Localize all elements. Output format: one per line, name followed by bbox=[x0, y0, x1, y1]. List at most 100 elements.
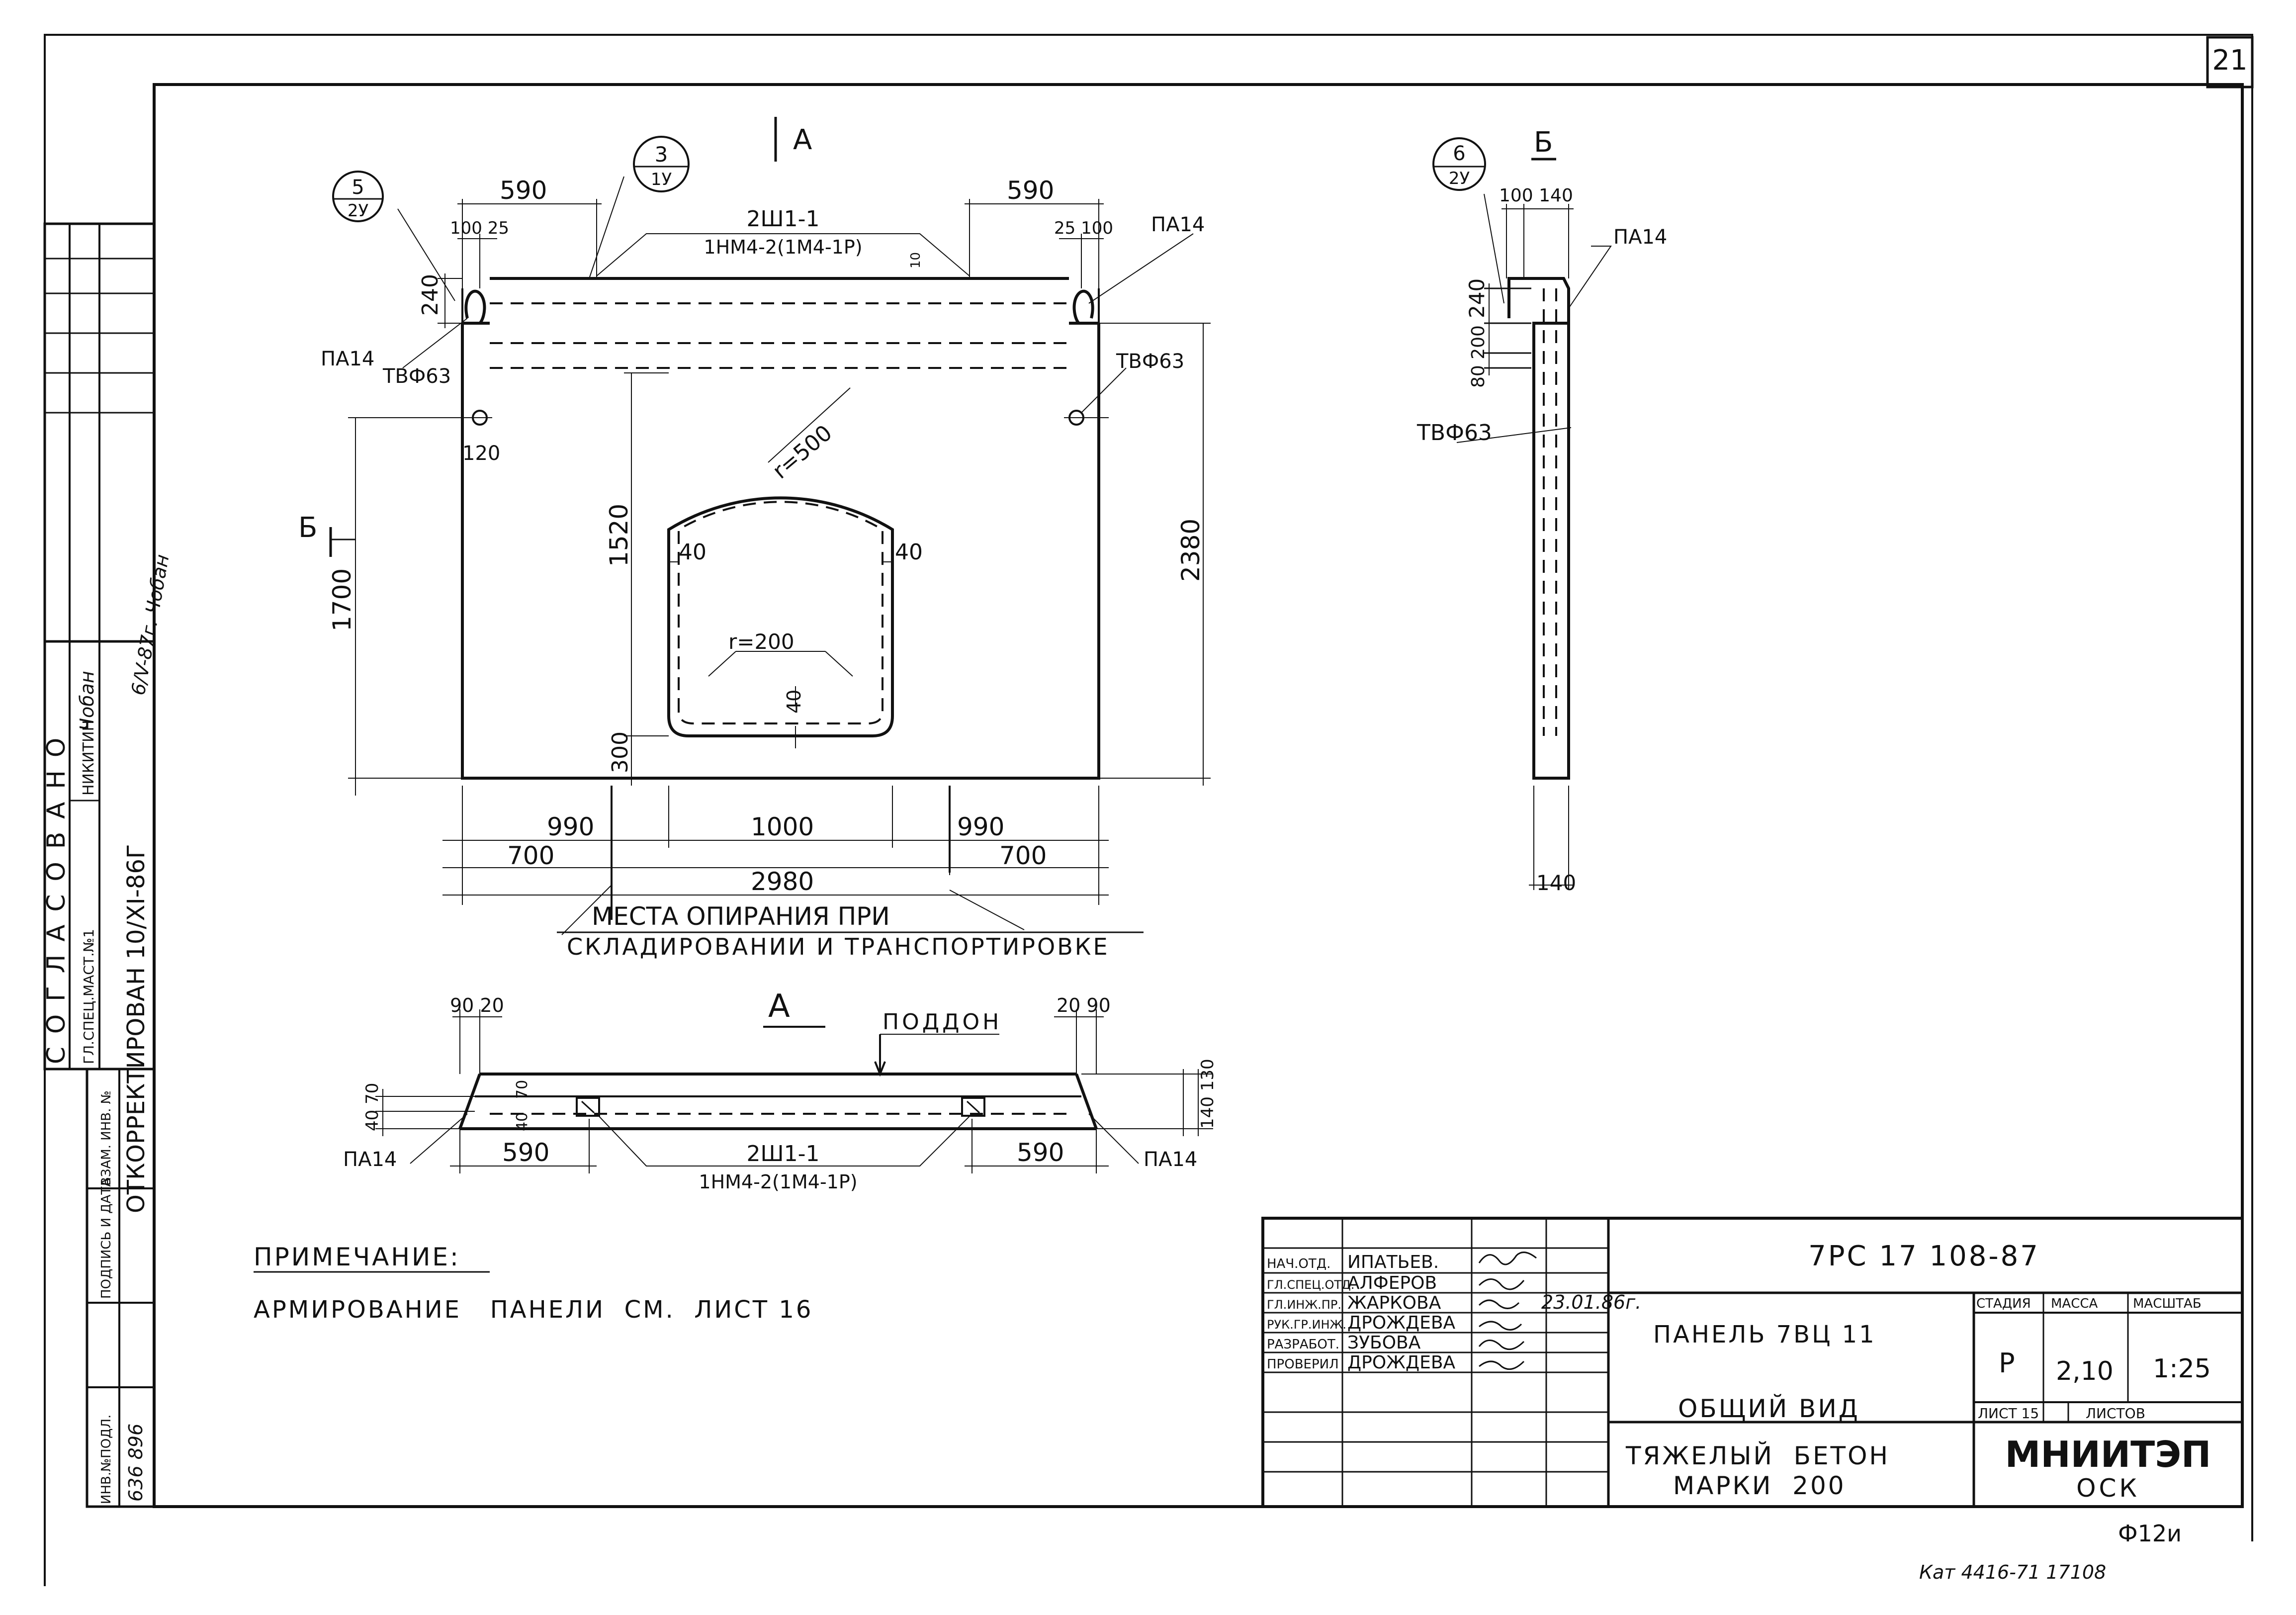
support-note-line-2: СКЛАДИРОВАНИИ И ТРАНСПОРТИРОВКЕ bbox=[567, 933, 1110, 960]
dim-main-2380: 2380 bbox=[1176, 519, 1205, 582]
staff-role-2: ГЛ.СПЕЦ.ОТД. bbox=[1267, 1278, 1354, 1292]
dim-main-1000: 1000 bbox=[751, 812, 814, 841]
title-code: 7РС 17 108-87 bbox=[1808, 1240, 2040, 1272]
sheets-label: ЛИСТОВ bbox=[2086, 1405, 2145, 1422]
label-tv-main-right: ТВФ63 bbox=[1116, 350, 1184, 373]
callout-3-sheet: 1У bbox=[651, 170, 672, 189]
approval-role: ГЛ.СПЕЦ.МАСТ.№1 bbox=[81, 929, 97, 1064]
section-a-view bbox=[375, 1009, 1213, 1173]
label-pa14-main-left: ПА14 bbox=[321, 348, 374, 370]
mass-header: МАССА bbox=[2051, 1296, 2098, 1311]
frame-label-main-2: 1НМ4-2(1М4-1Р) bbox=[704, 236, 862, 258]
dim-ten: 10 bbox=[908, 252, 923, 269]
section-mark-b: Б bbox=[298, 512, 317, 544]
side-label-tv: ТВФ63 bbox=[1416, 420, 1492, 446]
scale-value: 1:25 bbox=[2153, 1354, 2211, 1384]
section-a-dim-590-right: 590 bbox=[1017, 1138, 1064, 1167]
side-dim-140: 140 bbox=[1536, 871, 1576, 895]
section-mark-a: А bbox=[793, 124, 812, 156]
dim-top-right-590: 590 bbox=[1007, 176, 1054, 205]
side-dim-80-200: 80 200 bbox=[1468, 325, 1489, 388]
section-a-pa14-left: ПА14 bbox=[343, 1148, 397, 1171]
staff-name-6: ДРОЖДЕВА bbox=[1347, 1352, 1456, 1373]
callout-5-2u bbox=[332, 171, 384, 222]
dim-main-240: 240 bbox=[418, 274, 443, 316]
section-a-dim-590-left: 590 bbox=[502, 1138, 549, 1167]
corrected-stamp: ОТКОРРЕКТИРОВАН 10/XI-86Г bbox=[122, 844, 150, 1213]
section-a-left-side-dims: 40 70 bbox=[362, 1083, 382, 1131]
side-view-title: Б bbox=[1534, 126, 1553, 159]
inv-podl-label: ИНВ.№ПОДЛ. bbox=[99, 1415, 114, 1504]
section-a-pa14-right: ПА14 bbox=[1144, 1148, 1197, 1171]
callout-3-number: 3 bbox=[655, 142, 668, 167]
stage-header: СТАДИЯ bbox=[1976, 1296, 2031, 1311]
dim-main-40-right: 40 bbox=[895, 539, 923, 565]
frame-label-main-1: 2Ш1-1 bbox=[747, 206, 820, 232]
sheet-number: 21 bbox=[2212, 44, 2247, 77]
organization-name: МНИИТЭП bbox=[2005, 1434, 2211, 1475]
dim-main-1700: 1700 bbox=[328, 568, 356, 631]
callout-6-sheet: 2У bbox=[1449, 169, 1470, 188]
callout-3-1u bbox=[633, 136, 690, 192]
inv-number: 636 896 bbox=[125, 1424, 147, 1502]
format-label: Ф12и bbox=[2118, 1520, 2182, 1547]
dim-main-700-left: 700 bbox=[507, 841, 554, 870]
view-name: ОБЩИЙ ВИД bbox=[1678, 1394, 1860, 1423]
side-top-dims: 100 140 bbox=[1499, 185, 1573, 206]
section-a-right-side-dims: 140 130 bbox=[1198, 1059, 1218, 1129]
dim-main-r200: r=200 bbox=[728, 629, 795, 654]
staff-role-6: ПРОВЕРИЛ bbox=[1267, 1357, 1339, 1372]
material-line-1: ТЯЖЕЛЫЙ БЕТОН bbox=[1625, 1441, 1890, 1470]
callout-5-sheet: 2У bbox=[348, 201, 369, 221]
dim-main-990-right: 990 bbox=[957, 812, 1004, 841]
section-a-left-top-dims: 90 20 bbox=[450, 994, 504, 1016]
stage-value: Р bbox=[1999, 1347, 2015, 1379]
dim-top-left-small: 100 25 bbox=[450, 218, 509, 238]
dim-main-700-right: 700 bbox=[999, 841, 1047, 870]
staff-name-3: ЖАРКОВА bbox=[1347, 1293, 1441, 1313]
signature-date-label: ПОДПИСЬ И ДАТА bbox=[99, 1178, 114, 1299]
section-a-right-top-dims: 20 90 bbox=[1057, 994, 1111, 1016]
dim-main-990-left: 990 bbox=[547, 812, 594, 841]
note-heading: ПРИМЕЧАНИЕ: bbox=[254, 1243, 460, 1271]
dim-top-right-small: 25 100 bbox=[1054, 218, 1113, 238]
note-text: АРМИРОВАНИЕ ПАНЕЛИ СМ. ЛИСТ 16 bbox=[254, 1296, 813, 1324]
material-line-2: МАРКИ 200 bbox=[1673, 1471, 1846, 1500]
side-label-pa14: ПА14 bbox=[1613, 226, 1667, 249]
approval-signature: Чобан bbox=[76, 671, 98, 731]
dim-main-40-bottom: 40 bbox=[783, 690, 805, 714]
section-a-mid-40: 40 bbox=[514, 1112, 531, 1131]
scale-header: МАСШТАБ bbox=[2133, 1296, 2202, 1311]
dim-main-300: 300 bbox=[608, 731, 633, 773]
dim-main-1520: 1520 bbox=[605, 504, 633, 567]
dim-main-40-left: 40 bbox=[679, 539, 706, 565]
approval-agreed-label: СОГЛАСОВАНО bbox=[42, 725, 71, 1064]
staff-name-2: АЛФЕРОВ bbox=[1347, 1273, 1437, 1293]
staff-name-5: ЗУБОВА bbox=[1347, 1333, 1421, 1353]
dim-main-120: 120 bbox=[462, 442, 500, 465]
section-a-frame-label-1: 2Ш1-1 bbox=[747, 1141, 820, 1166]
staff-role-5: РАЗРАБОТ. bbox=[1267, 1337, 1339, 1352]
staff-role-4: РУК.ГР.ИНЖ. bbox=[1267, 1318, 1346, 1332]
staff-signatures bbox=[1478, 1252, 1537, 1370]
section-a-frame-label-2: 1НМ4-2(1М4-1Р) bbox=[699, 1171, 857, 1193]
product-name: ПАНЕЛЬ 7ВЦ 11 bbox=[1653, 1321, 1876, 1348]
staff-name-1: ИПАТЬЕВ. bbox=[1347, 1252, 1439, 1272]
main-view bbox=[329, 117, 1211, 935]
side-view bbox=[1432, 137, 1612, 890]
approval-name: НИКИТИН bbox=[80, 720, 97, 796]
dim-main-2980: 2980 bbox=[751, 867, 814, 896]
section-a-mid-70: 70 bbox=[514, 1080, 531, 1099]
dim-top-left-590: 590 bbox=[500, 176, 547, 205]
callout-6-number: 6 bbox=[1453, 142, 1465, 165]
callout-5-number: 5 bbox=[352, 176, 364, 199]
staff-role-1: НАЧ.ОТД. bbox=[1267, 1256, 1330, 1271]
label-tv-main-left: ТВФ63 bbox=[382, 365, 451, 388]
sign-date: 23.01.86г. bbox=[1541, 1291, 1641, 1313]
vzam-inv-label: ВЗАМ. ИНВ. № bbox=[99, 1090, 114, 1186]
approval-strip bbox=[43, 222, 156, 1508]
sheet-label: ЛИСТ 15 bbox=[1978, 1405, 2039, 1422]
mass-value: 2,10 bbox=[2056, 1356, 2114, 1386]
